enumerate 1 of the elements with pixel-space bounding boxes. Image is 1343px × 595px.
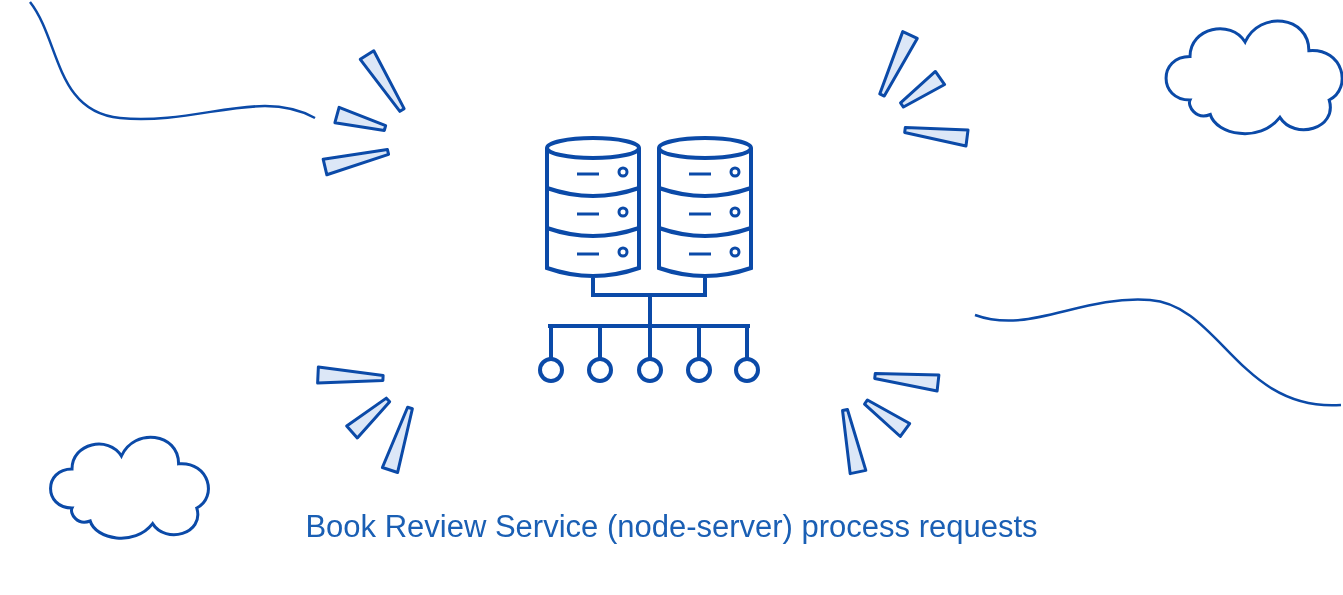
- caption: Book Review Service (node-server) process requests: [305, 508, 1038, 546]
